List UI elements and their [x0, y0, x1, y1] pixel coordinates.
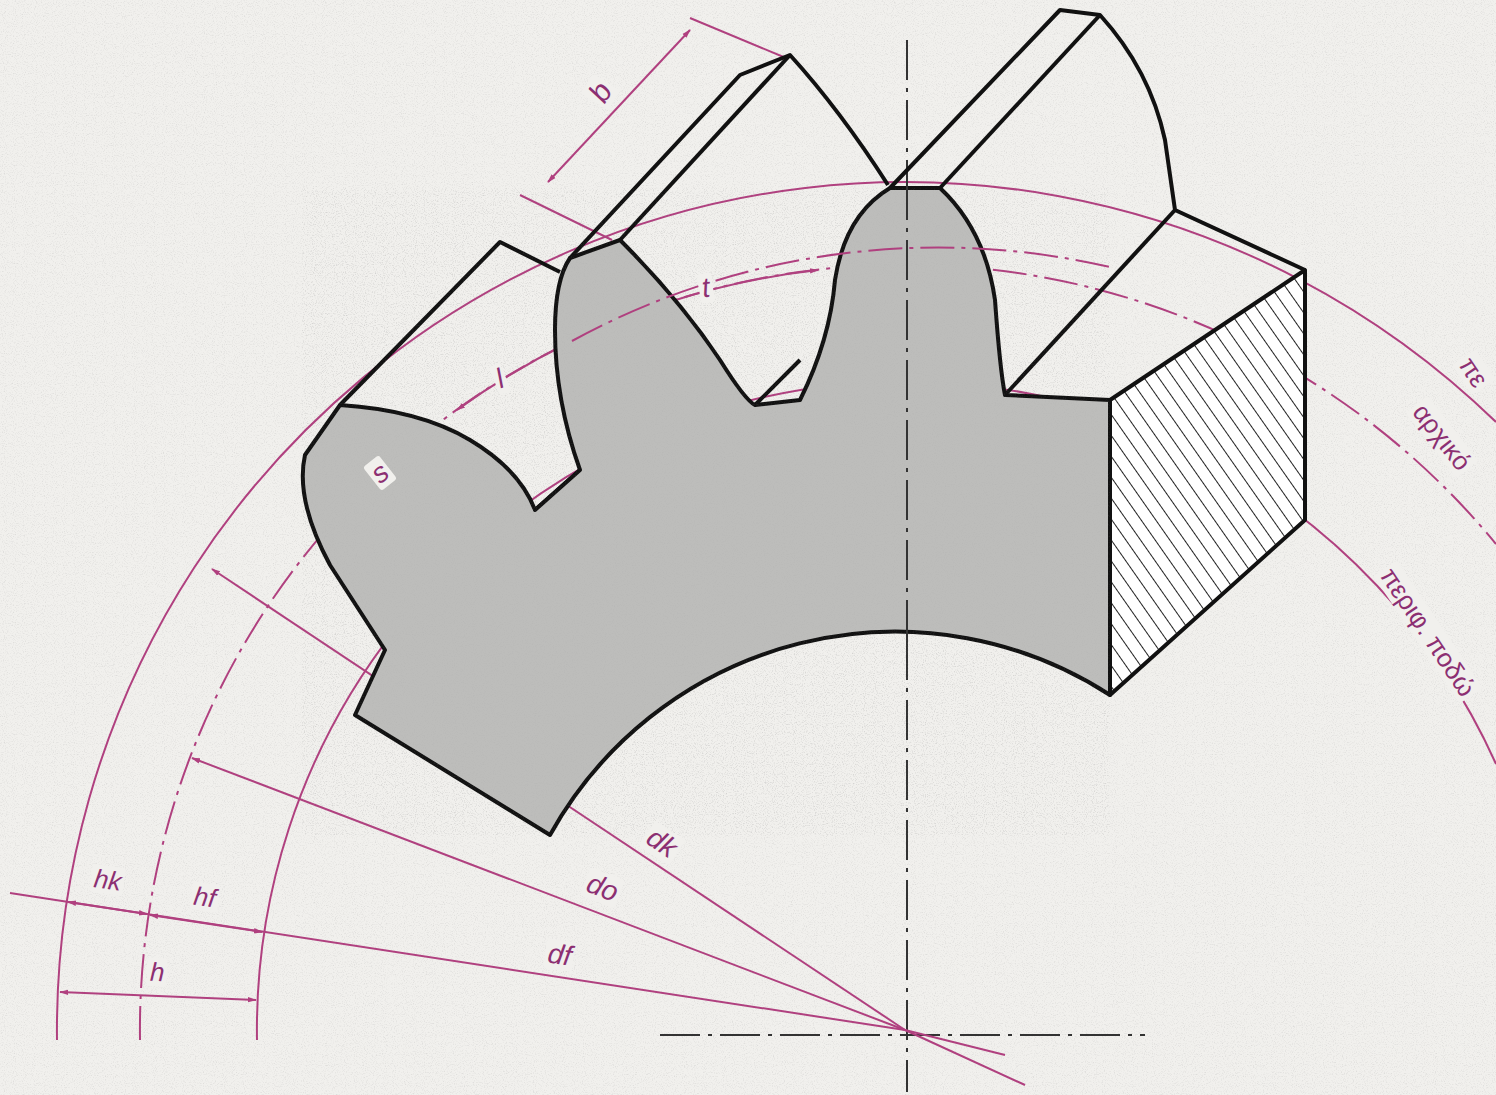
section-face	[1110, 270, 1305, 695]
gear-front-face	[303, 188, 1110, 835]
tooth-height-label: h	[146, 958, 167, 987]
tip-circle	[57, 182, 1496, 1040]
root-diameter-label: df	[543, 938, 577, 972]
gear-face-texture	[303, 188, 1110, 835]
construction-circles	[57, 182, 1496, 1040]
centre-line-over-face	[906, 180, 908, 640]
dedendum-label: hf	[189, 881, 220, 913]
pitch-circle-over-face	[572, 248, 1110, 341]
addendum-label: hk	[89, 864, 126, 896]
